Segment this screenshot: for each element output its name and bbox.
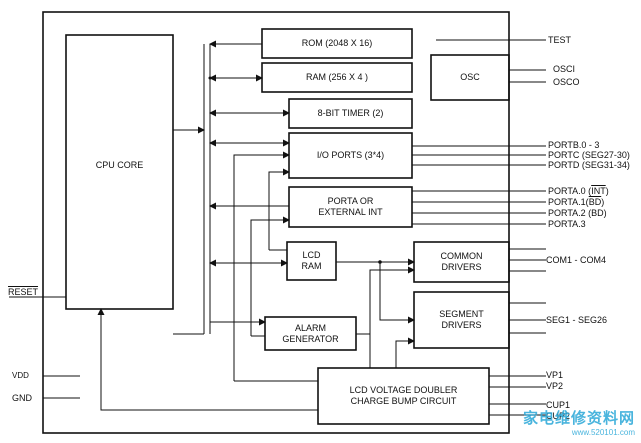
segment-drivers-line2: DRIVERS	[441, 320, 482, 330]
pin-osco: OSCO	[553, 77, 580, 87]
voltage-doubler-line1: LCD VOLTAGE DOUBLER	[349, 385, 458, 395]
porta-label: PORTA OR EXTERNAL INT	[289, 187, 412, 227]
segment-drivers-label: SEGMENT DRIVERS	[414, 292, 509, 348]
porta0-suffix: )	[605, 186, 609, 196]
pin-portb: PORTB.0 - 3	[548, 140, 600, 150]
pin-portd: PORTD (SEG31-34)	[548, 160, 630, 170]
common-drivers-label: COMMON DRIVERS	[414, 242, 509, 282]
rom-label: ROM (2048 X 16)	[301, 38, 373, 48]
cpu-core-block	[65, 34, 174, 310]
ram-label: RAM (256 X 4 )	[305, 72, 369, 82]
chip-outline	[42, 11, 510, 434]
osc-label: OSC	[460, 72, 480, 82]
porta1-prefix: PORTA.1(	[548, 197, 589, 207]
porta0-prefix: PORTA.0 (	[548, 186, 592, 196]
pin-com: COM1 - COM4	[546, 255, 607, 265]
pin-seg: SEG1 - SEG26	[546, 315, 608, 325]
pin-porta3: PORTA.3	[548, 219, 586, 229]
alarm-generator-line1: ALARM	[294, 322, 326, 333]
porta-label-line2: EXTERNAL INT	[318, 207, 383, 217]
pin-reset: RESET	[8, 287, 39, 297]
pin-vp1: VP1	[546, 370, 564, 380]
porta-label-line1: PORTA OR	[327, 196, 374, 206]
cpu-core-label: CPU CORE	[95, 159, 144, 170]
common-drivers-line1: COMMON	[440, 251, 483, 261]
watermark: 家电维修资料网 www.520101.com	[523, 407, 635, 437]
porta1-bd: BD	[588, 197, 602, 207]
pin-test: TEST	[548, 35, 572, 45]
lcd-ram-label-line1: LCD	[302, 250, 321, 260]
pin-vdd: VDD	[12, 371, 29, 380]
osc-block	[430, 54, 510, 101]
lcd-ram-label: LCD RAM	[287, 242, 336, 280]
io-ports-label: I/O PORTS (3*4)	[316, 150, 385, 160]
alarm-generator-label: ALARM GENERATOR	[265, 317, 356, 350]
voltage-doubler-label: LCD VOLTAGE DOUBLER CHARGE BUMP CIRCUIT	[318, 368, 489, 424]
voltage-doubler-line2: CHARGE BUMP CIRCUIT	[350, 396, 457, 406]
porta0-int: INT	[591, 186, 606, 196]
pin-porta2: PORTA.2 (BD)	[548, 208, 607, 218]
porta-block	[288, 186, 413, 228]
voltage-doubler-block	[317, 367, 490, 425]
pin-osci: OSCI	[553, 64, 576, 74]
porta1-suffix: )	[601, 197, 605, 207]
pin-porta0: PORTA.0 (INT)	[548, 186, 609, 196]
lcd-ram-label-line2: RAM	[301, 261, 322, 271]
pin-vp2: VP2	[546, 381, 564, 391]
alarm-generator-line2: GENERATOR	[282, 333, 339, 344]
segment-drivers-line1: SEGMENT	[439, 309, 484, 319]
watermark-url: www.520101.com	[571, 428, 635, 437]
pin-cup1: CUP1	[546, 400, 571, 410]
pin-cup2: CUP2	[546, 411, 571, 421]
common-drivers-line2: DRIVERS	[441, 262, 482, 272]
watermark-main: 家电维修资料网	[522, 410, 635, 427]
timer-label: 8-BIT TIMER (2)	[317, 108, 384, 118]
pin-porta1: PORTA.1(BD)	[548, 197, 604, 207]
pin-portc: PORTC (SEG27-30)	[548, 150, 630, 160]
pin-gnd: GND	[12, 393, 32, 403]
